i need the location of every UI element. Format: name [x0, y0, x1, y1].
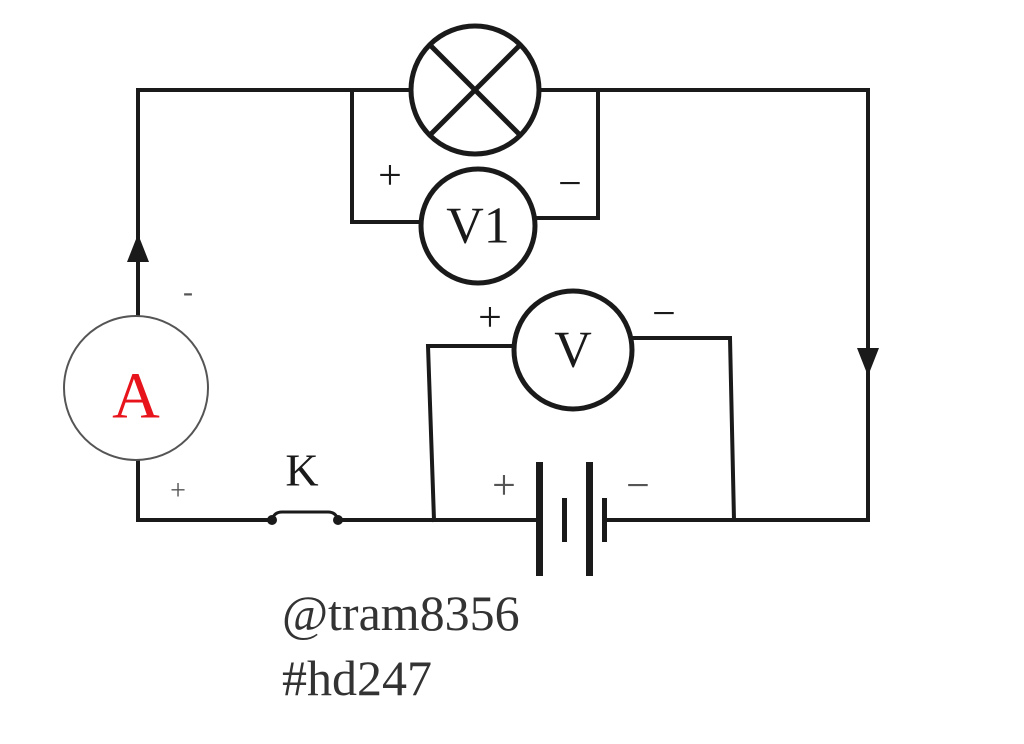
- wire-v-right: [632, 336, 737, 523]
- voltmeter-v: V: [511, 288, 635, 412]
- lamp-icon: [408, 23, 542, 157]
- watermark-line2: #hd247: [282, 650, 432, 706]
- switch-k-label: K: [285, 445, 318, 496]
- voltmeter-v1-dial: [418, 166, 538, 286]
- battery-icon: [536, 462, 607, 576]
- current-arrow-up-icon: [127, 234, 149, 262]
- watermark-line1: @tram8356: [282, 585, 520, 641]
- wire-v-left: [425, 344, 514, 523]
- ammeter-positive-sign: +: [170, 476, 186, 507]
- voltmeter-v-negative-sign: −: [652, 291, 676, 337]
- wire-v1-right: [534, 88, 600, 220]
- ammeter-label: A: [112, 360, 160, 433]
- switch-k: [267, 510, 343, 525]
- voltmeter-v1-positive-sign: +: [378, 153, 402, 199]
- wires: [136, 88, 870, 523]
- voltmeter-v1-label: V1: [446, 198, 510, 255]
- voltmeter-v1: V1: [418, 166, 538, 286]
- voltmeter-v-dial: [511, 288, 635, 412]
- wire-v1-left: [350, 88, 420, 224]
- battery-positive-sign: +: [492, 463, 516, 509]
- voltmeter-v-positive-sign: +: [478, 295, 502, 341]
- ammeter-dial: [63, 315, 209, 461]
- ammeter: A: [63, 315, 209, 461]
- voltmeter-v-label: V: [554, 322, 592, 379]
- ammeter-negative-sign: -: [183, 276, 193, 309]
- voltmeter-v1-negative-sign: −: [558, 161, 582, 207]
- current-arrow-down-icon: [857, 348, 879, 376]
- battery-negative-sign: −: [626, 463, 650, 509]
